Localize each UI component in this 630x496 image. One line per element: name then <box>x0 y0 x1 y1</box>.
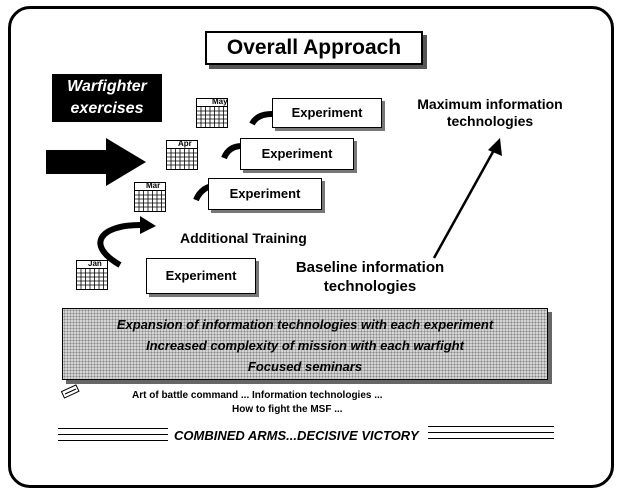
warfighter-line2: exercises <box>70 100 144 117</box>
calendar-icon: Apr <box>166 139 198 170</box>
footer-rule <box>58 440 168 441</box>
slide-title: Overall Approach <box>205 31 423 65</box>
topics-line1: Art of battle command ... Information te… <box>132 390 383 401</box>
max-info-line2: technologies <box>446 113 534 129</box>
additional-training-label: Additional Training <box>180 230 307 246</box>
experiment-box: Experiment <box>272 98 382 128</box>
right-arrow-icon <box>46 138 146 186</box>
baseline-info-line1: Baseline information <box>295 259 445 276</box>
scroll-icon <box>60 384 80 399</box>
banner-line3: Focused seminars <box>247 359 363 374</box>
calendar-month: May <box>212 97 228 106</box>
baseline-info-line2: technologies <box>323 278 417 295</box>
banner-line2: Increased complexity of mission with eac… <box>146 338 464 353</box>
warfighter-line1: Warfighter <box>67 78 147 95</box>
calendar-icon: May <box>196 97 228 128</box>
experiment-box: Experiment <box>208 178 322 210</box>
topics-line2: How to fight the MSF ... <box>232 404 343 415</box>
focus-banner: Expansion of information technologies wi… <box>62 308 548 380</box>
footer-text: COMBINED ARMS...DECISIVE VICTORY <box>174 428 419 443</box>
calendar-month: Mar <box>146 181 161 190</box>
banner-line1: Expansion of information technologies wi… <box>116 317 494 332</box>
footer-rule <box>58 434 168 435</box>
warfighter-label: Warfighter exercises <box>52 74 162 122</box>
footer-rule <box>58 428 168 429</box>
footer-rule <box>428 432 554 433</box>
calendar-icon: Jan <box>76 259 108 290</box>
calendar-month: Apr <box>178 139 192 148</box>
baseline-info-label: Baseline information technologies <box>272 258 468 296</box>
calendar-icon: Mar <box>134 181 166 212</box>
max-info-line1: Maximum information <box>417 96 563 112</box>
footer-rule <box>428 426 554 427</box>
calendar-month: Jan <box>88 259 102 268</box>
footer-rule <box>428 438 554 439</box>
max-info-label: Maximum information technologies <box>392 96 588 130</box>
experiment-box: Experiment <box>240 138 354 170</box>
experiment-box: Experiment <box>146 258 256 294</box>
